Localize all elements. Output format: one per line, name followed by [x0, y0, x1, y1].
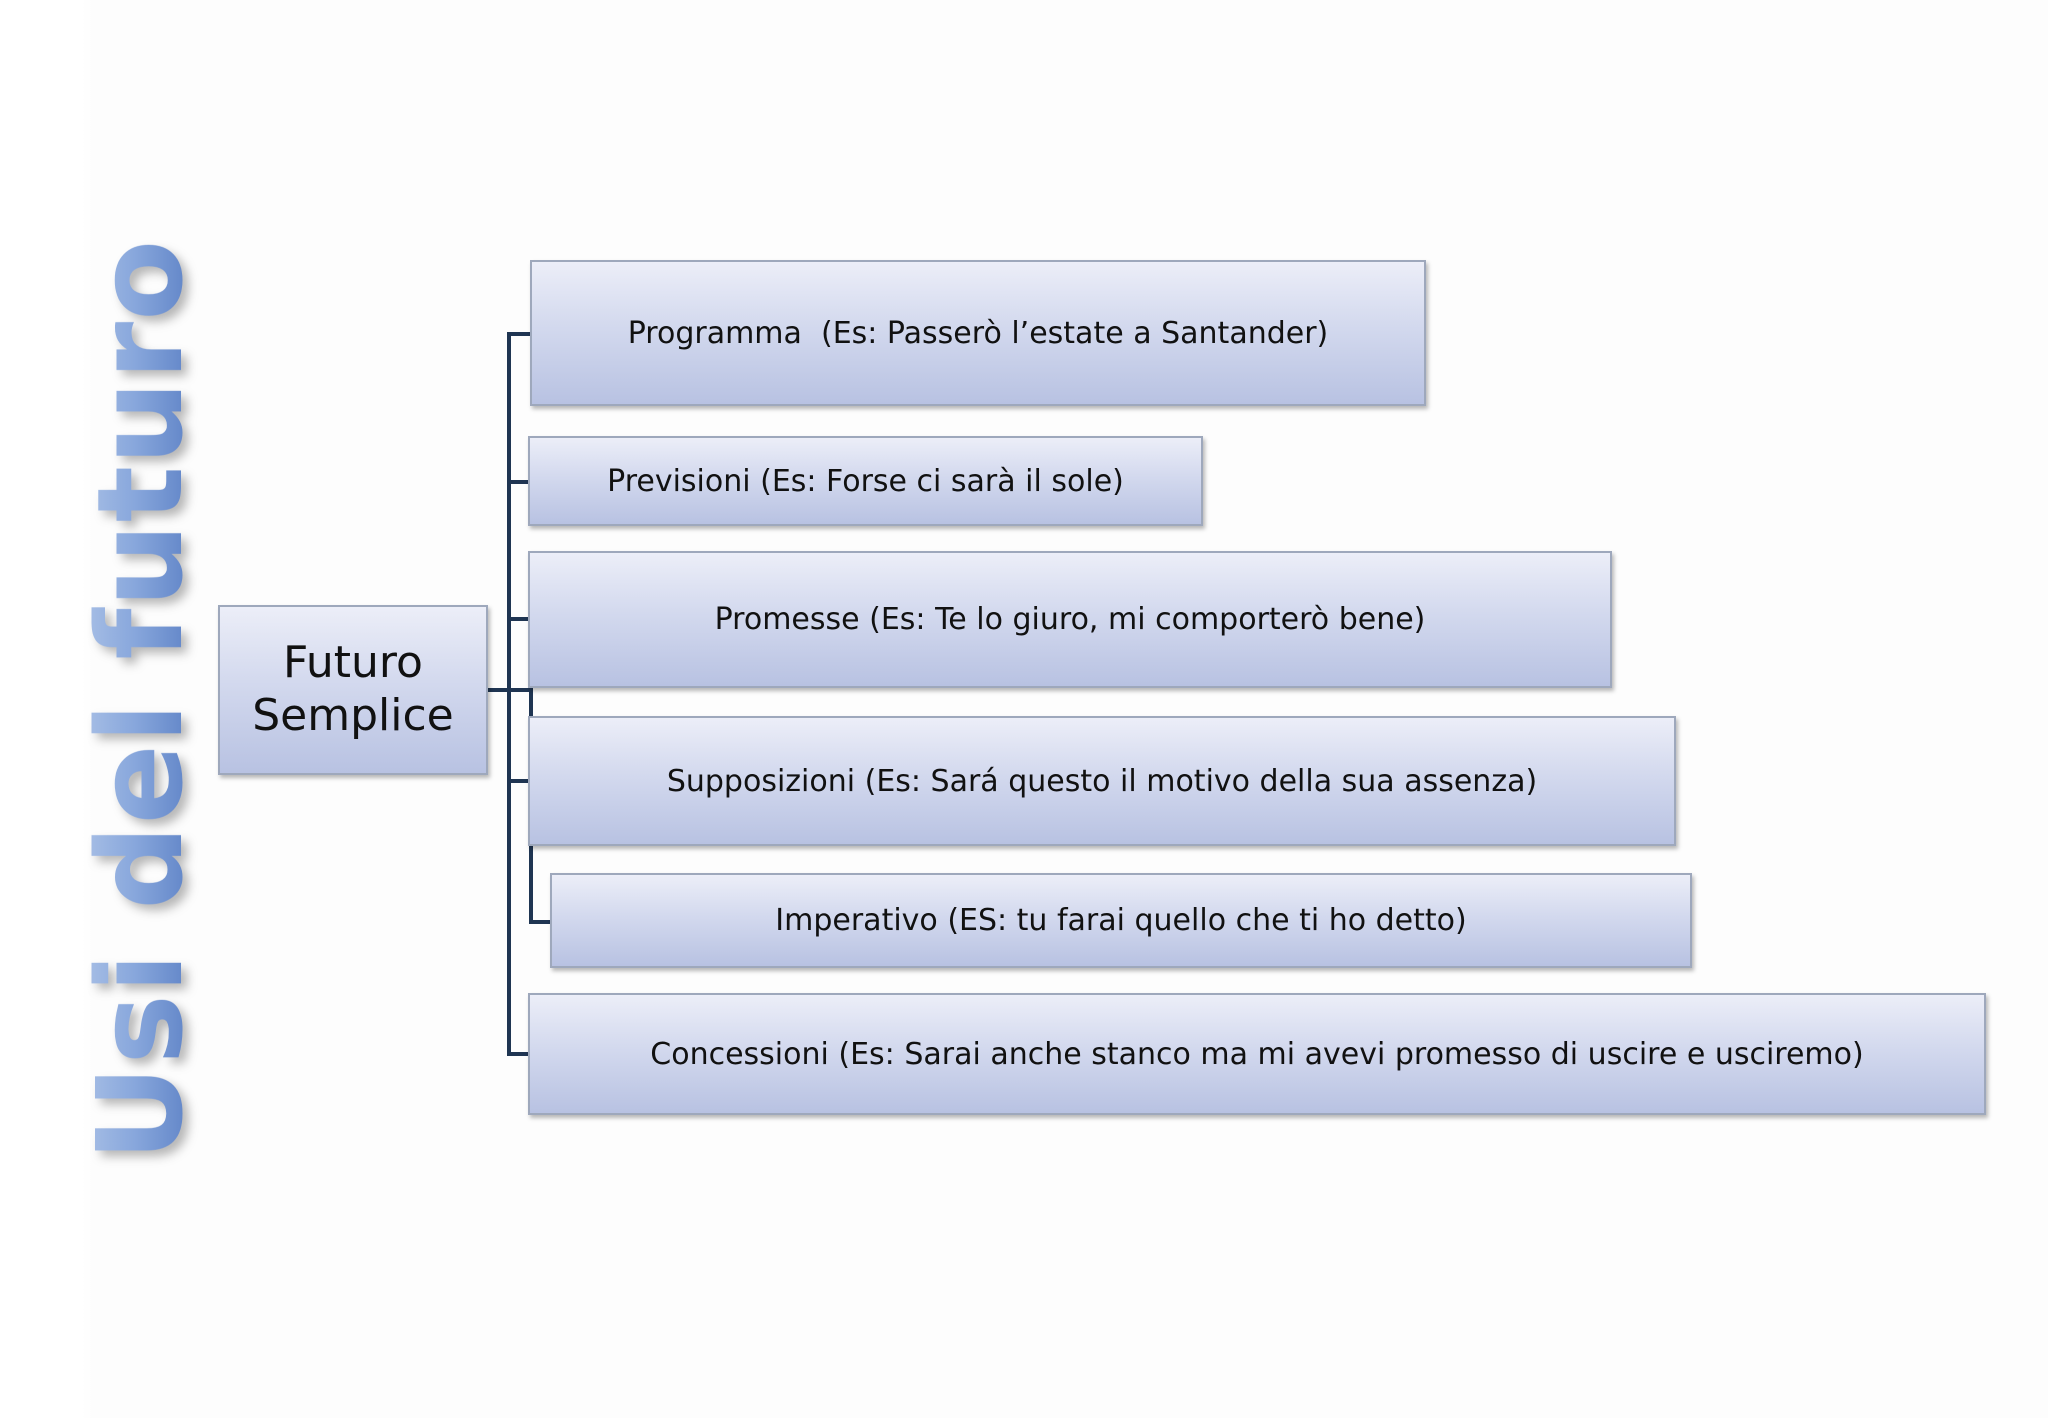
- root-node-label: Futuro Semplice: [252, 637, 454, 741]
- node-label: Previsioni (Es: Forse ci sarà il sole): [607, 463, 1124, 499]
- node-label: Concessioni (Es: Sarai anche stanco ma m…: [650, 1036, 1864, 1072]
- node-supposizioni: Supposizioni (Es: Sará questo il motivo …: [528, 716, 1676, 846]
- node-promesse: Promesse (Es: Te lo giuro, mi comporterò…: [528, 551, 1612, 688]
- node-previsioni: Previsioni (Es: Forse ci sarà il sole): [528, 436, 1203, 526]
- node-label: Programma (Es: Passerò l’estate a Santan…: [627, 315, 1329, 351]
- root-node-futuro-semplice: Futuro Semplice: [218, 605, 488, 775]
- node-label: Imperativo (ES: tu farai quello che ti h…: [775, 903, 1467, 938]
- node-concessioni: Concessioni (Es: Sarai anche stanco ma m…: [528, 993, 1986, 1115]
- node-programma: Programma (Es: Passerò l’estate a Santan…: [530, 260, 1426, 406]
- node-label: Supposizioni (Es: Sará questo il motivo …: [666, 763, 1538, 799]
- node-imperativo: Imperativo (ES: tu farai quello che ti h…: [550, 873, 1692, 968]
- node-label: Promesse (Es: Te lo giuro, mi comporterò…: [714, 602, 1426, 637]
